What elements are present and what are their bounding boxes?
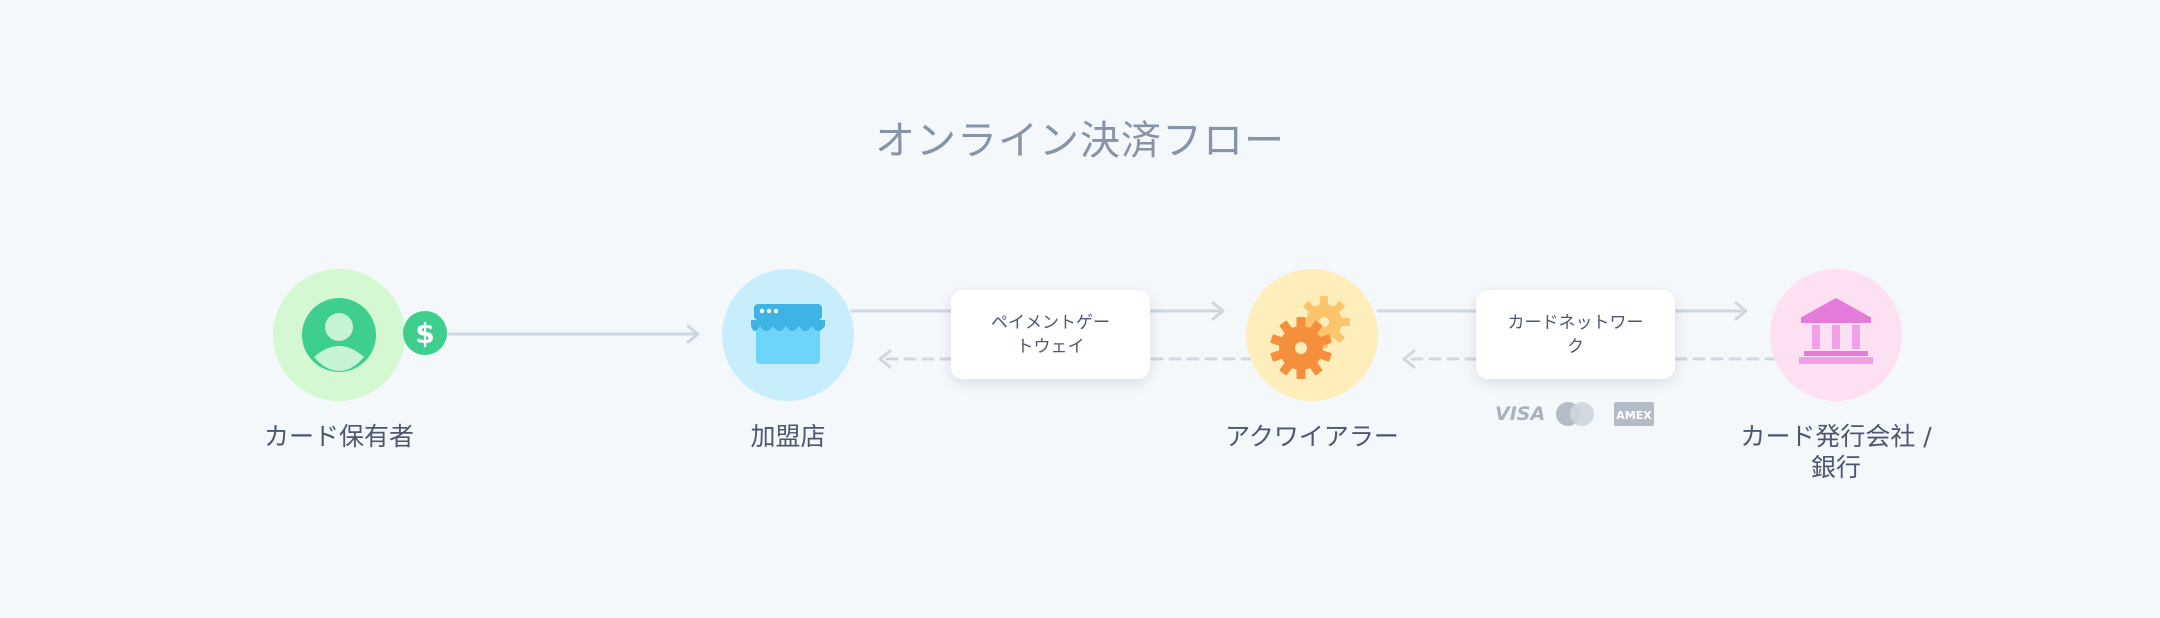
node-merchant bbox=[722, 269, 854, 401]
label-acquirer: アクワイアラー bbox=[1225, 422, 1399, 451]
card-brand-logos: VISA AMEX bbox=[1495, 402, 1654, 426]
dollar-badge-icon: $ bbox=[403, 311, 447, 355]
diagram-title: オンライン決済フロー bbox=[875, 118, 1285, 164]
amex-logo: AMEX bbox=[1614, 402, 1654, 426]
card-payment-gateway: ペイメントゲー トウェイ bbox=[951, 290, 1150, 379]
payment-gateway-label: ペイメントゲー トウェイ bbox=[991, 312, 1110, 357]
storefront-icon bbox=[751, 304, 825, 364]
return-arrowhead-acquirer bbox=[1402, 349, 1416, 369]
node-cardholder bbox=[273, 269, 405, 401]
node-acquirer bbox=[1246, 269, 1378, 401]
return-arrowhead-merchant bbox=[878, 349, 892, 369]
card-card-network: カードネットワーク bbox=[1476, 290, 1675, 379]
label-merchant: 加盟店 bbox=[750, 422, 826, 451]
label-cardholder: カード保有者 bbox=[263, 422, 414, 451]
mastercard-logo bbox=[1556, 402, 1594, 426]
gears-icon bbox=[1270, 296, 1350, 379]
visa-logo: VISA bbox=[1495, 403, 1545, 425]
arrowhead-cardholder-to-merchant bbox=[686, 324, 700, 344]
svg-text:AMEX: AMEX bbox=[1616, 409, 1652, 422]
card-network-label: カードネットワーク bbox=[1507, 312, 1644, 357]
user-icon bbox=[302, 298, 376, 372]
bank-icon bbox=[1799, 298, 1873, 364]
arrowhead-gateway-to-acquirer bbox=[1211, 301, 1225, 321]
svg-text:$: $ bbox=[415, 317, 434, 350]
label-issuer: カード発行会社 / 銀行 bbox=[1740, 422, 1932, 482]
arrowhead-network-to-issuer bbox=[1734, 301, 1748, 321]
node-issuer bbox=[1770, 269, 1902, 401]
